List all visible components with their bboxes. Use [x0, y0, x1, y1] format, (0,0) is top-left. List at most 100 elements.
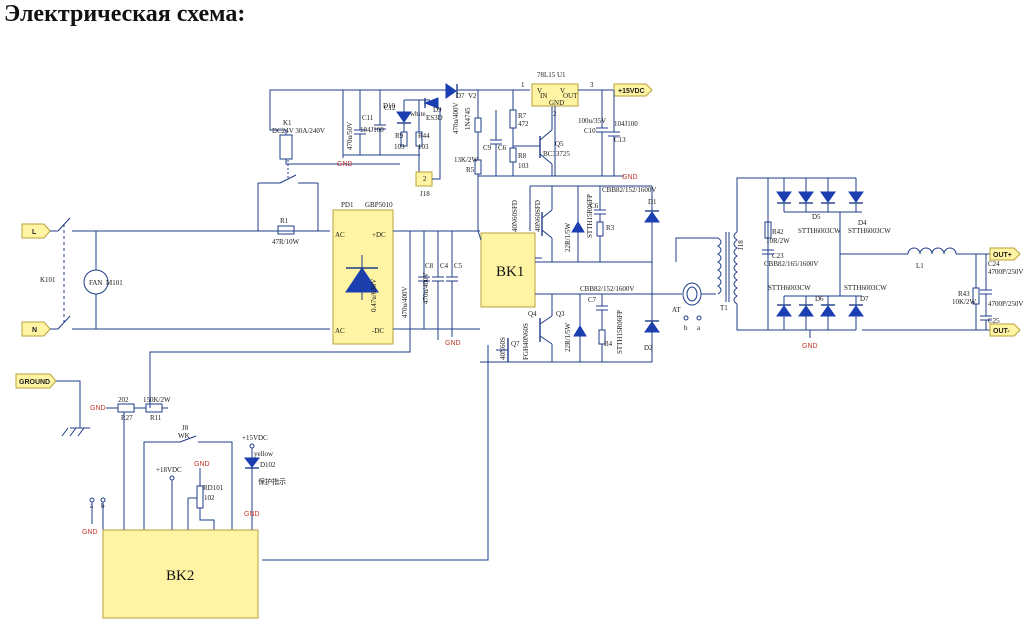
k1-coil: [279, 134, 293, 160]
d7-value: 470u/400V: [452, 103, 460, 135]
protect-label: 保护指示: [258, 477, 286, 486]
terminal-l-label: L: [32, 229, 37, 236]
gnd-label-bk2: GND: [244, 511, 260, 518]
d1-icon: [644, 211, 660, 223]
stth6003-c: STTH6003CW: [768, 284, 811, 292]
d6-label: D6: [815, 295, 824, 303]
transformer-section: AT b a T1 J18: [672, 177, 768, 332]
out-plus-terminal: [989, 247, 1021, 261]
t1-primary: [717, 237, 722, 295]
r4-label: R4: [604, 340, 613, 348]
out-minus-terminal: [989, 323, 1021, 337]
gnd-label-reg: GND: [622, 174, 638, 181]
c6b-label: C6: [498, 144, 507, 152]
v2-label: V2: [468, 92, 477, 100]
c23-label: C23: [772, 252, 784, 260]
bk1-label: BK1: [496, 264, 524, 280]
c25-value: 4700P/250V: [988, 300, 1023, 308]
input-section: L N GROUND K101 FAN M101 R1: [15, 89, 430, 437]
at-current-sensor: [682, 282, 702, 306]
zd-label: 1N4745: [464, 107, 472, 130]
vout-label: V: [560, 87, 565, 95]
out-minus-label: OUT-: [993, 328, 1010, 335]
dcm-label: -DC: [372, 327, 384, 335]
pd1-label: PD1: [341, 201, 354, 209]
q7-label: Q7: [511, 340, 520, 348]
j18a-label: J18: [420, 190, 430, 198]
c12-label: C12: [384, 104, 396, 112]
c13-label: C13: [614, 136, 626, 144]
r8-label: R8: [518, 152, 527, 160]
q-upper-value: 40N60SFD: [511, 200, 519, 232]
r8-value: 103: [518, 162, 529, 170]
d10-label: D10: [383, 102, 396, 110]
d7b-label: D7: [860, 295, 869, 303]
c4-label: C4: [440, 262, 449, 270]
c6-label: C6: [590, 202, 599, 210]
terminal-n-label: N: [32, 327, 37, 334]
c8-label: C8: [425, 262, 434, 270]
gnd-label-aux: GND: [337, 161, 353, 168]
page-title: Электрическая схема:: [4, 1, 246, 27]
c23-value: CBB82/165/1600V: [764, 260, 818, 268]
stth6003-d: STTH6003CW: [844, 284, 887, 292]
rd101-value: 102: [204, 494, 215, 502]
c-bulk2-value: 470u/400V: [422, 273, 430, 305]
u1-value: 78L15: [537, 71, 556, 79]
r1-resistor: [277, 225, 295, 235]
gnd-label-bus: GND: [445, 340, 461, 347]
vdc15b-label: +15VDC: [242, 434, 268, 442]
out-plus-label: OUT+: [993, 252, 1012, 259]
terminal-ground: [15, 373, 57, 389]
r43-label: R43: [958, 290, 970, 298]
c7-label: C7: [588, 296, 597, 304]
r5-value: 13K/2W: [454, 156, 479, 164]
output-rectifier: R42 10R/2W C23 CBB82/165/1600V D5 STTH60…: [762, 177, 1023, 350]
q5-label: Q5: [555, 140, 564, 148]
at-label: AT: [672, 306, 681, 314]
r27-resistor: [117, 403, 135, 413]
es3d-label: ES3D: [426, 114, 443, 122]
d7-label: D7: [456, 92, 465, 100]
vout-sub: OUT: [563, 92, 578, 100]
r11-label: R11: [150, 414, 162, 422]
d1-label: D1: [648, 198, 657, 206]
c12-value: 104J100: [360, 126, 384, 134]
vdc15-label: +15VDC: [618, 88, 645, 95]
q-upper2-value: 40N60SFD: [534, 200, 542, 232]
c13-value: 104J100: [614, 120, 638, 128]
c10-value: 100u/35V: [578, 117, 606, 125]
r5-label: R5: [466, 166, 475, 174]
stth-b-value: STTH15R06FP: [616, 310, 624, 354]
u1-gnd: GND: [549, 99, 564, 107]
fan-label: FAN: [89, 279, 102, 287]
d10-led-icon: [396, 111, 412, 123]
stth6003-b: STTH6003CW: [848, 227, 891, 235]
c25-label: C25: [988, 317, 1000, 325]
q3-label: Q3: [556, 310, 565, 318]
r11-value: 150K/2W: [143, 396, 171, 404]
d10-color: white: [410, 110, 426, 118]
stth6003-a: STTH6003CW: [798, 227, 841, 235]
r11-resistor: [145, 403, 163, 413]
at-a: a: [697, 324, 701, 332]
j8-label: J8: [182, 424, 189, 432]
ac2-label: AC: [335, 327, 345, 335]
c24-label: C24: [988, 260, 1000, 268]
gnd-label-rd: GND: [194, 461, 210, 468]
j18b-label: J18: [737, 240, 745, 250]
t1-secondary: [733, 231, 738, 305]
c9-label: C9: [483, 144, 492, 152]
rd101-label: RD101: [203, 484, 224, 492]
r9-value: 103: [394, 143, 405, 151]
u1-label: U1: [557, 71, 566, 79]
k1-label: K1: [283, 119, 292, 127]
r3-label: R3: [606, 224, 615, 232]
t1-label: T1: [720, 304, 728, 312]
d5-label: D5: [812, 213, 821, 221]
dcp-label: +DC: [372, 231, 386, 239]
pin1-label: 1: [521, 81, 525, 89]
q4-label: Q4: [528, 310, 537, 318]
d102-label: D102: [260, 461, 276, 469]
